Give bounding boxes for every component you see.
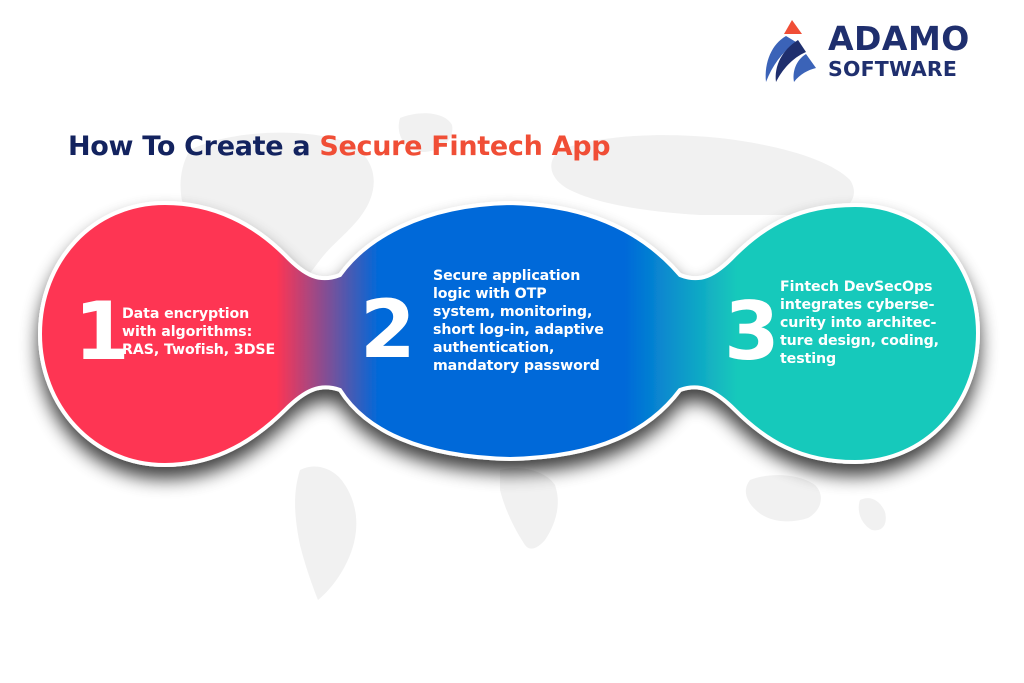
logo-wordmark: ADAMO SOFTWARE	[828, 22, 970, 80]
title-accent: Secure Fintech App	[319, 131, 611, 162]
step-1-number: 1	[74, 285, 130, 378]
step-3-text: Fintech DevSecOps integrates cyberse- cu…	[780, 279, 939, 367]
rocket-arc-icon	[765, 20, 816, 82]
blob-outline	[37, 200, 981, 468]
logo-line-adamo: ADAMO	[828, 19, 970, 58]
logo-line-software: SOFTWARE	[828, 57, 958, 81]
step-1-text: Data encryption with algorithms: RAS, Tw…	[122, 306, 276, 358]
adamo-software-logo: ADAMO SOFTWARE	[762, 20, 1002, 86]
step-2-number: 2	[360, 283, 416, 376]
step-3-number: 3	[724, 285, 780, 378]
step-2-text: Secure application logic with OTP system…	[433, 268, 604, 374]
page-title: How To Create a Secure Fintech App	[68, 131, 611, 162]
title-prefix: How To Create a	[68, 131, 320, 162]
